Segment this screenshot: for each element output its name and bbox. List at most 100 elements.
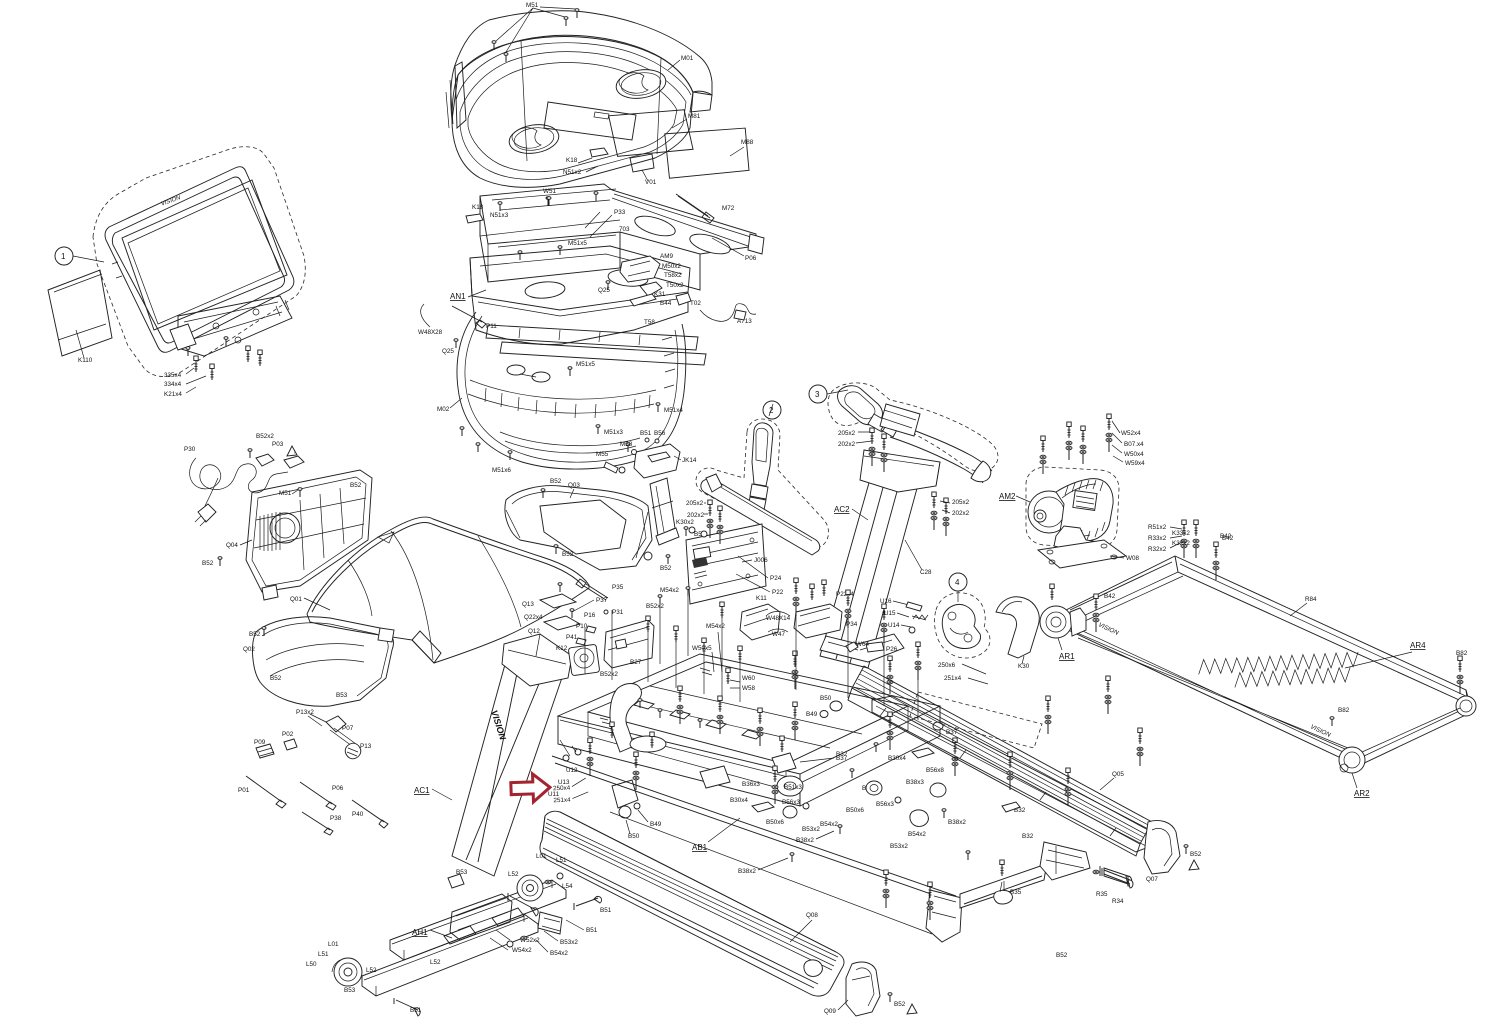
svg-text:T58x2: T58x2 [664,272,682,279]
svg-text:Q03: Q03 [568,482,580,489]
svg-text:JK14: JK14 [682,457,697,464]
svg-text:L52: L52 [508,871,519,878]
svg-text:P22x4: P22x4 [836,591,854,598]
svg-text:B42: B42 [1220,533,1232,540]
svg-text:L01: L01 [536,853,547,860]
svg-text:B37: B37 [946,729,958,736]
svg-text:B52: B52 [249,631,261,638]
svg-text:B56: B56 [654,430,666,437]
svg-text:R51x2: R51x2 [1148,524,1167,531]
svg-text:P40: P40 [352,811,364,818]
svg-text:B54x2: B54x2 [820,821,838,828]
svg-text:K110: K110 [78,357,93,364]
svg-text:202x2: 202x2 [687,512,705,519]
svg-text:AH1: AH1 [412,928,428,937]
svg-text:A713: A713 [737,318,752,325]
svg-text:202x2: 202x2 [952,510,970,517]
svg-text:251x4: 251x4 [553,797,571,805]
svg-text:K21x4: K21x4 [164,391,182,398]
svg-text:B51x3: B51x3 [784,784,802,791]
svg-text:P11: P11 [486,323,497,330]
svg-text:M51x5: M51x5 [568,240,587,247]
svg-text:B52: B52 [660,565,672,572]
svg-text:W47: W47 [772,631,785,638]
svg-text:B30x4: B30x4 [730,797,748,804]
svg-text:P38: P38 [330,815,342,822]
svg-text:B82: B82 [1456,650,1468,657]
svg-text:K18: K18 [566,157,578,164]
svg-text:K31: K31 [654,291,666,298]
svg-text:P22: P22 [772,589,784,596]
svg-text:B53: B53 [344,987,356,994]
svg-text:B07.x4: B07.x4 [1124,441,1144,448]
svg-text:251x4: 251x4 [944,675,962,682]
svg-text:B50x6: B50x6 [766,819,784,826]
svg-text:Q01: Q01 [290,596,302,603]
svg-text:B56x3: B56x3 [782,799,800,806]
svg-text:P07: P07 [342,725,354,732]
svg-text:B51: B51 [586,927,598,934]
svg-text:Q07: Q07 [1146,876,1158,883]
svg-text:V01: V01 [645,179,657,186]
svg-text:W60: W60 [742,675,755,682]
svg-text:T50x2: T50x2 [666,282,684,289]
svg-text:205x2: 205x2 [686,500,704,507]
svg-text:4: 4 [955,578,960,587]
svg-text:B52: B52 [1190,851,1202,858]
svg-text:U12: U12 [566,767,578,774]
svg-text:C28: C28 [920,569,932,576]
svg-text:Q22x4: Q22x4 [524,614,543,621]
svg-text:K11: K11 [756,595,767,602]
svg-text:AC1: AC1 [414,786,430,795]
svg-text:Q25: Q25 [442,348,454,355]
svg-text:M58: M58 [620,441,633,448]
svg-text:AM9: AM9 [660,253,673,260]
svg-text:U16: U16 [880,598,892,605]
svg-text:B52: B52 [202,560,214,567]
svg-text:M54x2: M54x2 [706,623,725,630]
svg-text:M50x2: M50x2 [662,263,681,270]
svg-text:B32: B32 [1022,833,1034,840]
svg-text:L50: L50 [306,961,317,968]
svg-text:Q09: Q09 [824,1008,836,1015]
svg-text:P06: P06 [332,785,344,792]
svg-text:B35: B35 [1010,889,1022,896]
svg-text:B51: B51 [600,907,612,914]
svg-text:B50: B50 [820,695,832,702]
svg-text:P35: P35 [612,584,624,591]
svg-text:W52x4: W52x4 [1121,430,1141,437]
svg-text:B53: B53 [456,869,468,876]
svg-text:AM2: AM2 [999,492,1016,501]
svg-text:B52: B52 [350,482,362,489]
svg-text:P10: P10 [576,623,588,630]
svg-text:W52x2: W52x2 [520,937,540,944]
svg-text:M72: M72 [722,205,735,212]
svg-text:250x4: 250x4 [553,785,571,793]
svg-text:Q25: Q25 [598,287,610,294]
svg-text:W48X14: W48X14 [766,615,791,622]
svg-text:R32x2: R32x2 [1148,546,1167,553]
svg-text:B30x4: B30x4 [888,755,906,762]
svg-text:B38x2: B38x2 [796,837,814,844]
svg-text:1: 1 [61,252,66,261]
svg-text:W51: W51 [543,188,556,195]
svg-text:N51x3: N51x3 [490,212,509,219]
svg-text:Q08: Q08 [806,912,818,919]
svg-text:R35: R35 [1096,891,1108,898]
svg-text:J006: J006 [754,557,768,564]
svg-text:B49: B49 [650,821,662,828]
svg-text:B27: B27 [630,659,642,666]
svg-text:P03: P03 [272,441,284,448]
svg-text:P09: P09 [254,739,266,746]
svg-text:B32: B32 [836,751,848,758]
svg-text:M88: M88 [741,139,754,146]
svg-text:M01: M01 [681,55,694,62]
svg-text:U14: U14 [888,622,900,629]
svg-text:B44: B44 [660,300,672,307]
svg-text:M51x6: M51x6 [492,467,511,474]
svg-text:L01: L01 [328,941,339,948]
svg-text:U11: U11 [548,791,560,798]
svg-text:P13x2: P13x2 [296,709,314,716]
svg-text:R33x2: R33x2 [1148,535,1167,542]
svg-text:M51: M51 [526,2,539,9]
